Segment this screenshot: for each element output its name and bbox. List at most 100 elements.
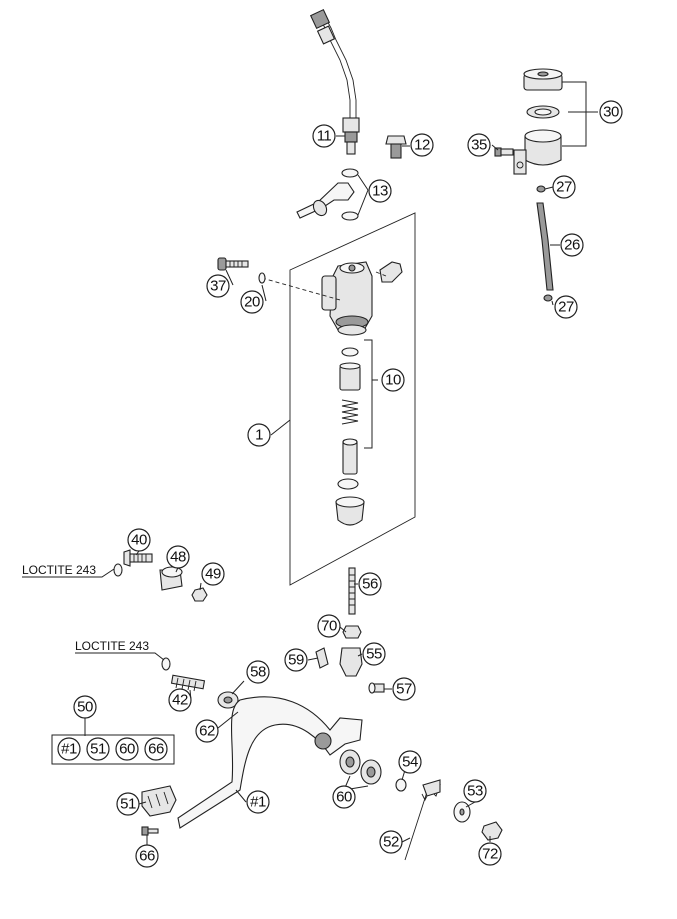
svg-text:57: 57 bbox=[396, 681, 412, 698]
svg-text:1: 1 bbox=[255, 427, 263, 444]
svg-text:52: 52 bbox=[383, 834, 399, 851]
fluid-reservoir-part bbox=[513, 68, 563, 175]
svg-text:27: 27 bbox=[558, 299, 574, 316]
reservoir-hose-part bbox=[536, 202, 554, 291]
svg-text:48: 48 bbox=[170, 549, 186, 566]
callout-27-upper: 27 bbox=[552, 175, 576, 199]
pivot-bolt-part bbox=[161, 657, 206, 692]
svg-text:66: 66 bbox=[139, 848, 155, 865]
safety-clip-part bbox=[315, 647, 329, 669]
callout-kit-1: #1 bbox=[57, 737, 81, 761]
repair-kit-part bbox=[335, 347, 365, 526]
pedal-tip-part bbox=[141, 785, 177, 817]
spring-hook bbox=[422, 779, 441, 797]
callout-10: 10 bbox=[381, 368, 405, 392]
clevis-fork-part bbox=[339, 647, 363, 677]
callout-12: 12 bbox=[410, 133, 434, 157]
svg-text:42: 42 bbox=[172, 692, 188, 709]
svg-text:26: 26 bbox=[564, 237, 580, 254]
callout-50: 50 bbox=[73, 695, 97, 719]
callout-57: 57 bbox=[392, 677, 416, 701]
callout-42: 42 bbox=[168, 688, 192, 712]
leader-lines bbox=[22, 81, 598, 845]
banjo-bolt-part bbox=[385, 135, 407, 159]
stop-screw-part bbox=[113, 549, 153, 577]
callout-66: 66 bbox=[135, 844, 159, 868]
svg-text:55: 55 bbox=[366, 646, 382, 663]
return-spring-part bbox=[404, 784, 441, 861]
callout-48: 48 bbox=[166, 545, 190, 569]
callout-1: 1 bbox=[247, 423, 271, 447]
svg-text:62: 62 bbox=[199, 723, 215, 740]
svg-text:11: 11 bbox=[317, 128, 332, 145]
svg-text:70: 70 bbox=[321, 618, 337, 635]
clevis-pin-part bbox=[368, 682, 385, 694]
svg-text:54: 54 bbox=[402, 754, 418, 771]
master-cylinder-body-part bbox=[321, 261, 403, 336]
washer-part bbox=[395, 778, 407, 792]
callout-20: 20 bbox=[240, 290, 264, 314]
callout-49: 49 bbox=[201, 562, 225, 586]
svg-text:58: 58 bbox=[250, 664, 266, 681]
bushing-inner-part bbox=[223, 696, 233, 704]
svg-text:20: 20 bbox=[244, 294, 260, 311]
hose-clip-lower-part bbox=[543, 294, 553, 302]
svg-text:37: 37 bbox=[210, 278, 226, 295]
callout-26: 26 bbox=[560, 233, 584, 257]
spacer-part bbox=[159, 566, 183, 591]
svg-text:56: 56 bbox=[362, 576, 378, 593]
callout-56: 56 bbox=[358, 572, 382, 596]
svg-text:35: 35 bbox=[471, 137, 487, 154]
loctite-note-lower: LOCTITE 243 bbox=[75, 639, 149, 653]
svg-text:51: 51 bbox=[120, 796, 136, 813]
alignment-line bbox=[375, 271, 387, 277]
callout-55: 55 bbox=[362, 642, 386, 666]
reservoir-screw-part bbox=[494, 147, 514, 157]
svg-text:60: 60 bbox=[119, 741, 135, 758]
callout-58: 58 bbox=[246, 660, 270, 684]
callout-53: 53 bbox=[463, 779, 487, 803]
svg-text:66: 66 bbox=[148, 741, 164, 758]
sealing-washers-part bbox=[341, 168, 359, 221]
callout-27-lower: 27 bbox=[554, 295, 578, 319]
callout-11: 11 bbox=[312, 124, 336, 148]
svg-text:49: 49 bbox=[205, 566, 221, 583]
svg-text:59: 59 bbox=[288, 652, 304, 669]
callout-13: 13 bbox=[368, 179, 392, 203]
mounting-bolt-part bbox=[217, 257, 249, 271]
svg-text:12: 12 bbox=[414, 137, 430, 154]
callout-60: 60 bbox=[332, 785, 356, 809]
loctite-note-upper: LOCTITE 243 bbox=[22, 563, 96, 577]
callout-kit-60: 60 bbox=[115, 737, 139, 761]
callout-35: 35 bbox=[467, 133, 491, 157]
svg-text:30: 30 bbox=[603, 104, 619, 121]
callout-pedal-1: #1 bbox=[246, 790, 270, 814]
tip-screw-part bbox=[141, 826, 159, 836]
callout-52: 52 bbox=[379, 830, 403, 854]
svg-text:51: 51 bbox=[90, 741, 106, 758]
svg-text:#1: #1 bbox=[61, 741, 77, 758]
brake-light-switch-part bbox=[309, 8, 360, 155]
pedal-nut-part bbox=[481, 821, 503, 841]
callout-54: 54 bbox=[398, 750, 422, 774]
svg-text:40: 40 bbox=[131, 532, 147, 549]
brake-hose-part bbox=[296, 182, 355, 219]
callout-62: 62 bbox=[195, 719, 219, 743]
callout-kit-51: 51 bbox=[86, 737, 110, 761]
svg-text:72: 72 bbox=[482, 846, 498, 863]
callout-30: 30 bbox=[599, 100, 623, 124]
svg-text:#1: #1 bbox=[250, 794, 266, 811]
svg-text:50: 50 bbox=[77, 699, 93, 716]
kit-contents-box bbox=[51, 734, 175, 765]
washer-part bbox=[258, 272, 266, 284]
pedal-pivot-hole bbox=[314, 732, 332, 750]
callout-72: 72 bbox=[478, 842, 502, 866]
callout-59: 59 bbox=[284, 648, 308, 672]
callout-kit-66: 66 bbox=[144, 737, 168, 761]
brake-pedal-part bbox=[177, 696, 363, 829]
nut-part bbox=[191, 587, 208, 602]
assembly-group-outline bbox=[289, 212, 416, 586]
lock-nut-part bbox=[342, 625, 362, 639]
pushrod-part bbox=[348, 567, 356, 615]
